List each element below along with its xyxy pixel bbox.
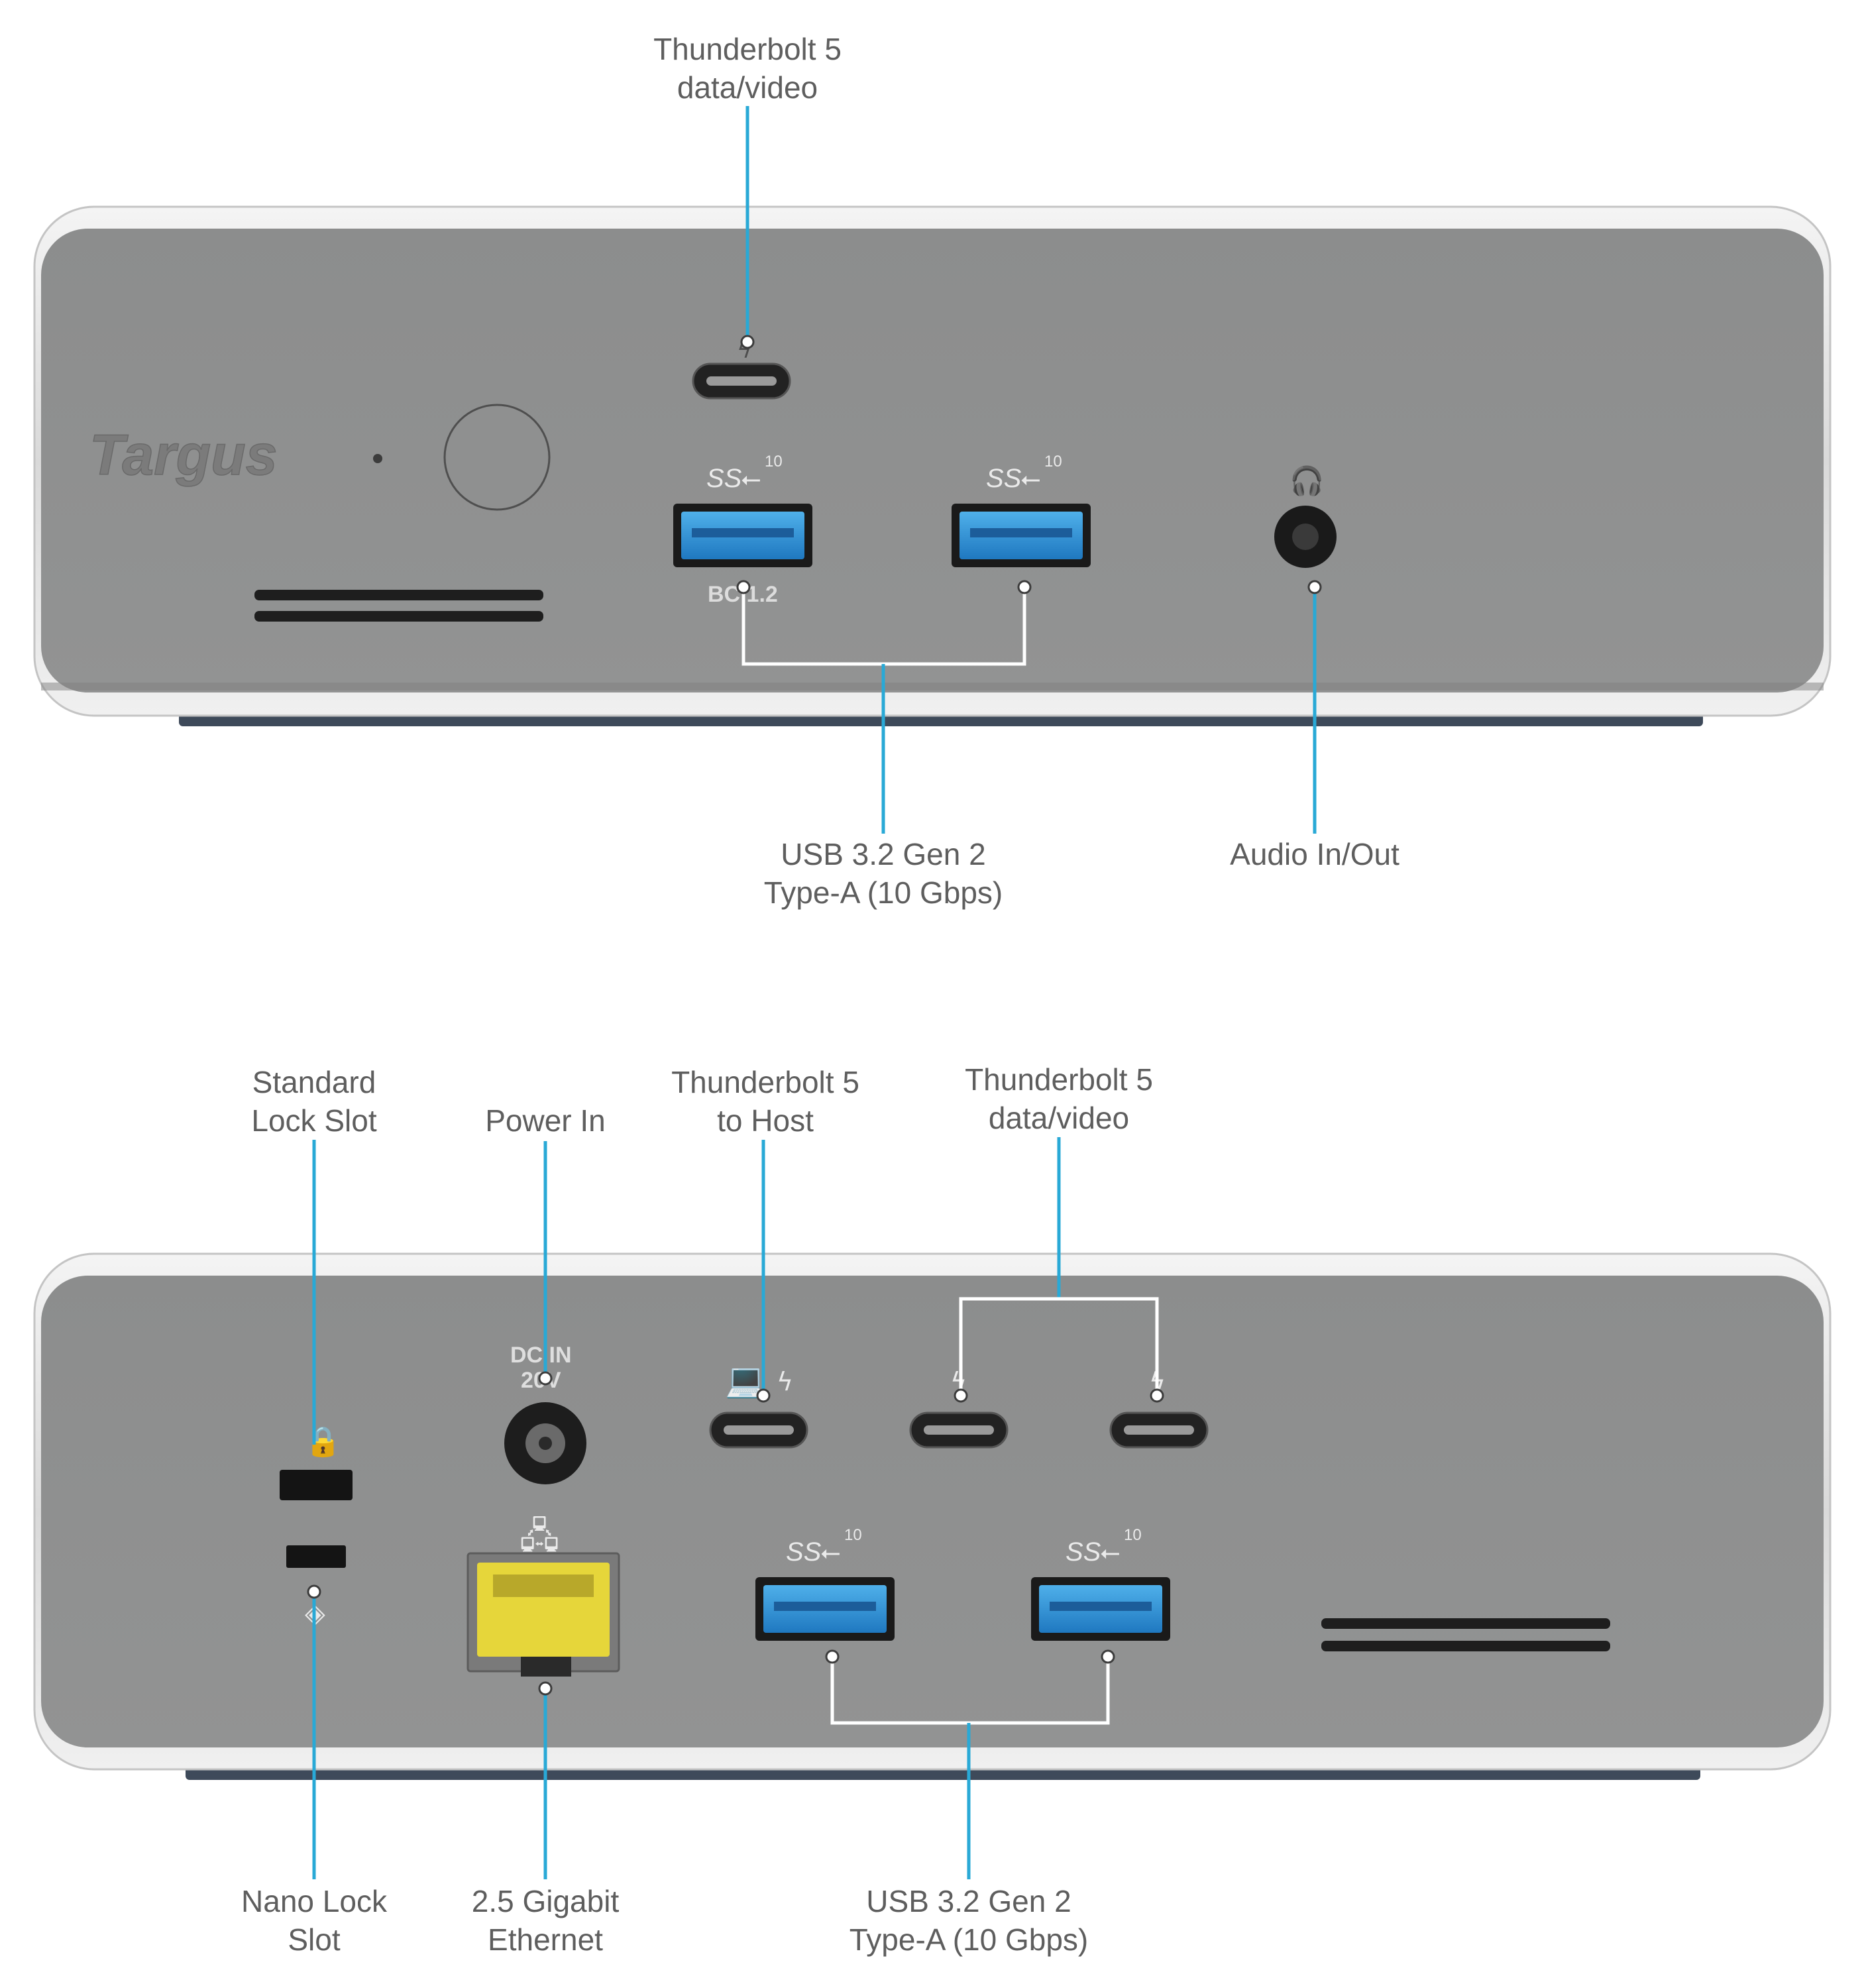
usb-trident-icon: ⭠ — [1100, 1537, 1120, 1567]
network-icon: 🖧 — [520, 1515, 559, 1557]
rear-usb-port-1: SS ⭠ 10 — [755, 1526, 895, 1641]
targus-logo: Targus — [89, 423, 278, 487]
rear-power-label: Power In — [485, 1103, 606, 1138]
usb-trident-icon: ⭠ — [741, 464, 761, 493]
front-panel — [33, 205, 1832, 726]
lock-icon: 🔒 — [305, 1425, 341, 1459]
nano-lock-slot — [286, 1545, 346, 1568]
front-audio-label: Audio In/Out — [1230, 837, 1399, 871]
usb-trident-icon: ⭠ — [1020, 464, 1040, 493]
svg-text:10: 10 — [1044, 453, 1062, 470]
usb-trident-icon: ⭠ — [820, 1537, 840, 1567]
sd-card-slot — [254, 590, 543, 622]
dc-power-port: DC IN 20V — [504, 1343, 586, 1484]
superspeed-logo: SS — [786, 1537, 822, 1567]
front-usb-port-2: SS ⭠ 10 — [952, 453, 1091, 567]
thunderbolt-icon: ϟ — [777, 1367, 793, 1396]
front-usb-port-1: SS ⭠ 10 BC 1.2 — [673, 453, 812, 607]
svg-text:10: 10 — [765, 453, 783, 470]
rear-usb-port-2: SS ⭠ 10 — [1031, 1526, 1170, 1641]
power-button[interactable] — [443, 404, 551, 511]
superspeed-logo: SS — [706, 464, 742, 493]
svg-text:DC IN: DC IN — [510, 1343, 572, 1368]
rear-panel — [33, 1252, 1832, 1780]
headset-icon: 🎧 — [1289, 465, 1324, 497]
superspeed-logo: SS — [1066, 1537, 1101, 1567]
rear-card-slot — [1321, 1618, 1610, 1651]
rear-tb5-bracket — [959, 1297, 1159, 1392]
ethernet-port: 🖧 — [466, 1515, 620, 1677]
svg-text:10: 10 — [1124, 1526, 1142, 1544]
superspeed-logo: SS — [986, 464, 1022, 493]
svg-text:10: 10 — [844, 1526, 862, 1544]
status-led — [373, 454, 382, 463]
standard-lock-slot — [280, 1470, 353, 1500]
audio-jack: 🎧 — [1274, 465, 1337, 568]
